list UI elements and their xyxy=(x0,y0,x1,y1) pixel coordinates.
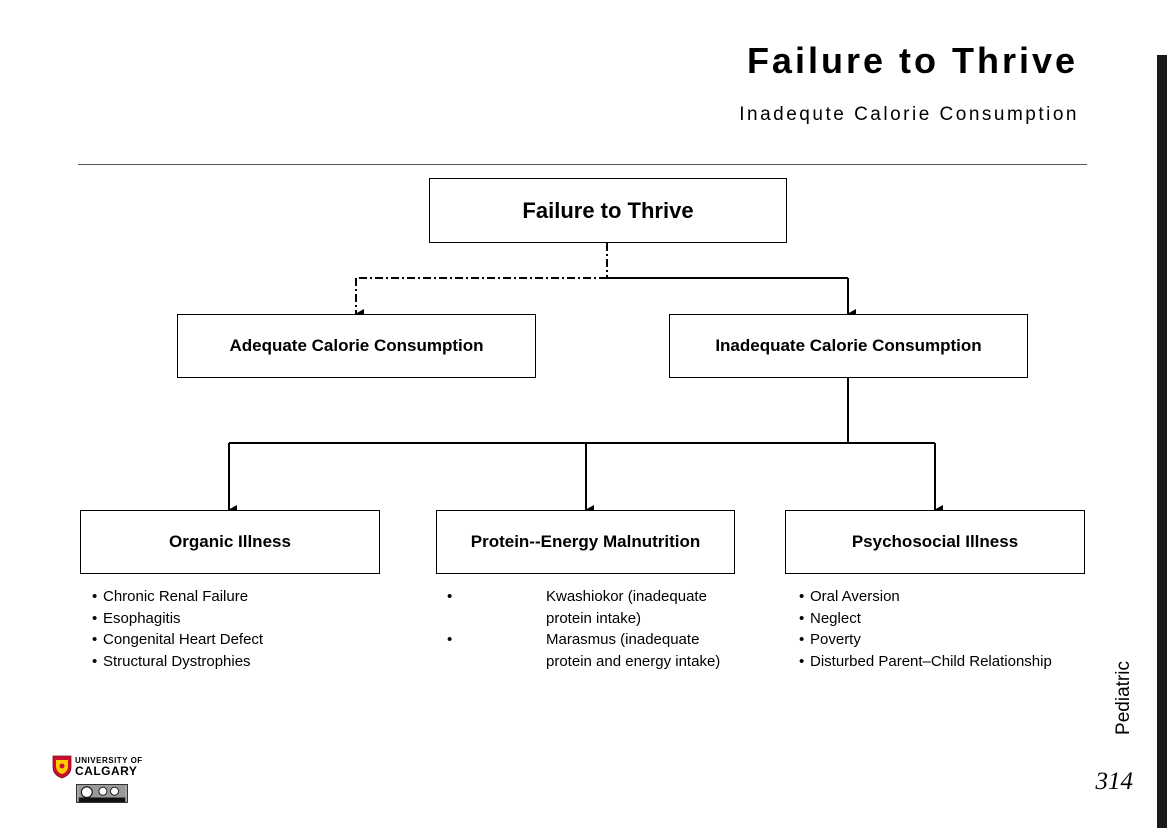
list-item: Neglect xyxy=(795,608,1085,630)
page-number: 314 xyxy=(1095,768,1134,795)
protein-energy-malnutrition-node: Protein--Energy Malnutrition xyxy=(436,510,735,574)
list-item: Structural Dystrophies xyxy=(88,651,378,673)
section-label: Pediatric xyxy=(1113,661,1134,735)
list-item: Disturbed Parent–Child Relationship xyxy=(795,651,1085,673)
list-item: Chronic Renal Failure xyxy=(88,586,378,608)
page-title: Failure to Thrive xyxy=(746,40,1078,81)
organic-illness-node: Organic Illness xyxy=(80,510,380,574)
logo-text-top: UNIVERSITY OF xyxy=(75,756,143,765)
creative-commons-icon xyxy=(76,784,128,803)
shield-icon xyxy=(52,755,72,779)
logo-text-main: CALGARY xyxy=(75,764,138,778)
psychosocial-illness-node: Psychosocial Illness xyxy=(785,510,1085,574)
adequate-calorie-node: Adequate Calorie Consumption xyxy=(177,314,536,378)
university-logo: UNIVERSITY OF CALGARY xyxy=(52,753,152,783)
header-divider xyxy=(78,164,1087,165)
side-bar xyxy=(1157,55,1167,828)
root-node: Failure to Thrive xyxy=(429,178,787,243)
list-item: Kwashiokor (inadequate protein intake) xyxy=(445,586,735,629)
list-item: Marasmus (inadequate protein and energy … xyxy=(445,629,735,672)
psychosocial-illness-list: Oral Aversion Neglect Poverty Disturbed … xyxy=(795,586,1085,673)
list-item: Esophagitis xyxy=(88,608,378,630)
protein-energy-list: Kwashiokor (inadequate protein intake) M… xyxy=(445,586,735,673)
list-item: Poverty xyxy=(795,629,1085,651)
inadequate-calorie-node: Inadequate Calorie Consumption xyxy=(669,314,1028,378)
list-item: Congenital Heart Defect xyxy=(88,629,378,651)
list-item: Oral Aversion xyxy=(795,586,1085,608)
organic-illness-list: Chronic Renal Failure Esophagitis Congen… xyxy=(88,586,378,673)
page-subtitle: Inadequte Calorie Consumption xyxy=(739,104,1079,125)
